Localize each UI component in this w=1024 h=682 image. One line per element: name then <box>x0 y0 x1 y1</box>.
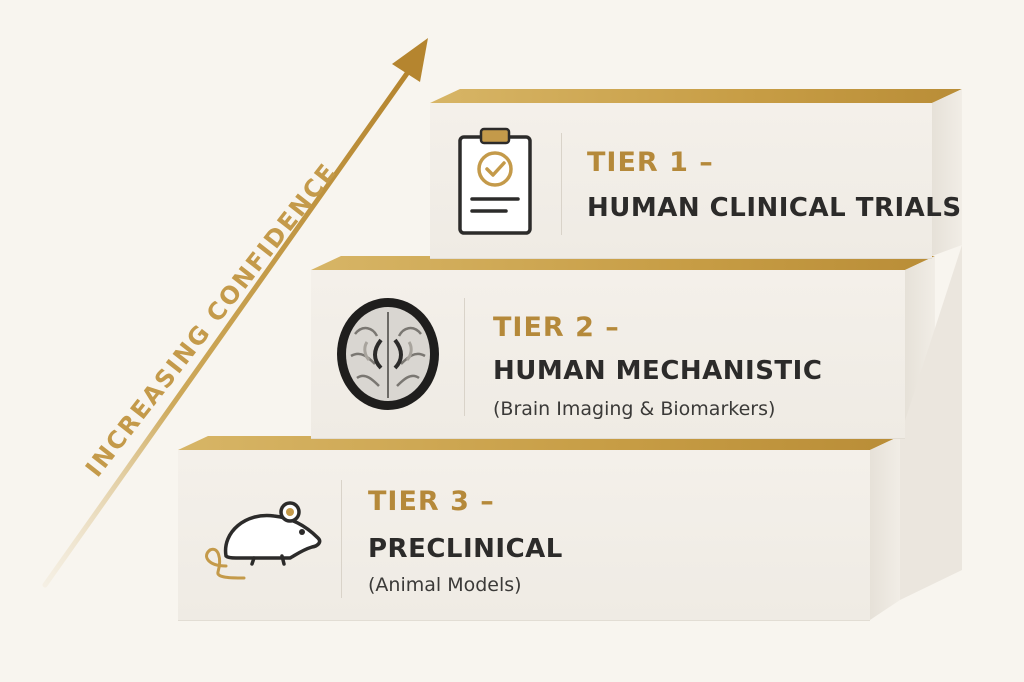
tier1-side-face <box>932 89 962 256</box>
tier3-side-face <box>870 436 900 620</box>
tier1-divider <box>561 133 562 235</box>
brain-scan-icon <box>333 294 443 414</box>
tier3-divider <box>341 480 342 598</box>
tier3-subtitle: (Animal Models) <box>368 574 522 596</box>
tier2-subtitle: (Brain Imaging & Biomarkers) <box>493 398 776 420</box>
tier2-divider <box>464 298 465 416</box>
tier1-top-face <box>430 89 962 103</box>
mouse-icon <box>198 494 328 584</box>
tier2-top-face <box>311 256 935 270</box>
base-side-face <box>900 245 962 600</box>
clipboard-check-icon <box>454 125 536 237</box>
tier2-title: HUMAN MECHANISTIC <box>493 356 823 386</box>
tier3-top-face <box>178 436 900 450</box>
tier2-block: TIER 2 – HUMAN MECHANISTIC (Brain Imagin… <box>311 270 905 438</box>
tier1-label: TIER 1 – <box>587 147 714 178</box>
tier2-label: TIER 2 – <box>493 312 620 343</box>
confidence-arrow <box>42 38 428 588</box>
tier3-block: TIER 3 – PRECLINICAL (Animal Models) <box>178 450 870 620</box>
tier1-title: HUMAN CLINICAL TRIALS <box>587 193 962 223</box>
tier1-block: TIER 1 – HUMAN CLINICAL TRIALS <box>430 103 961 258</box>
tier3-title: PRECLINICAL <box>368 534 563 564</box>
tier3-label: TIER 3 – <box>368 486 495 517</box>
